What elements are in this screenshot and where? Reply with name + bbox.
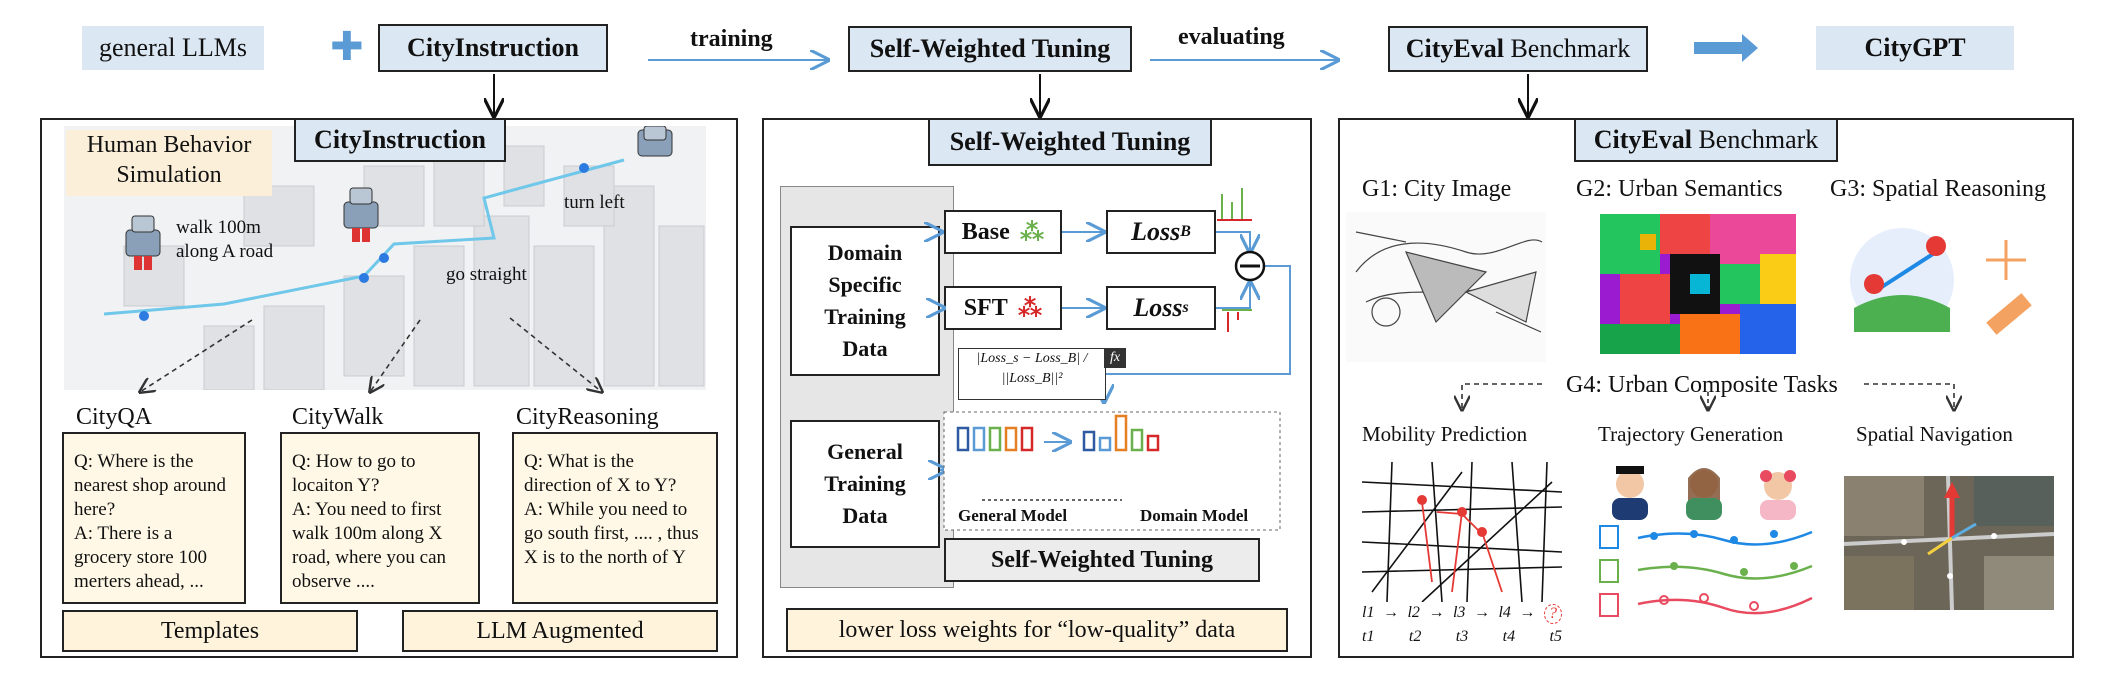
templates-box: Templates (62, 610, 358, 652)
seq-l4: l4 (1498, 604, 1511, 621)
mobility-road-map (1362, 462, 1562, 602)
seq-t3: t3 (1455, 628, 1469, 645)
citygpt-arrow (1694, 34, 1758, 62)
panel3-title-rest: Benchmark (1691, 125, 1819, 154)
training-label: training (690, 26, 773, 52)
cityqa-label: CityQA (76, 404, 153, 430)
g4-dashed-arrows (1338, 383, 2074, 420)
loss-s-label: Loss (1133, 293, 1183, 322)
cityeval-bold-label: CityEval (1405, 34, 1504, 63)
loss-s-sub: s (1182, 299, 1189, 316)
panel3-title: CityEval Benchmark (1574, 118, 1838, 162)
time-sequence: t1 t2 t3 t4 t5 (1362, 628, 1562, 646)
unknown-location-icon: ? (1543, 604, 1562, 624)
base-box: Base ⁂ (944, 210, 1062, 254)
person-icon (1760, 470, 1796, 520)
left-label: turn left (564, 192, 625, 213)
cityreasoning-card: Q: What is the direction of X to Y? A: W… (512, 432, 718, 604)
panel1-title: CityInstruction (294, 118, 506, 162)
plus-icon: ✚ (330, 24, 364, 70)
straight-label: go straight (446, 264, 527, 285)
sft-box: SFT ⁂ (944, 286, 1062, 330)
self-weighted-tuning-label: Self-Weighted Tuning (869, 34, 1111, 63)
person-icon (1612, 466, 1648, 520)
spatial-reasoning-icons (1850, 228, 2032, 335)
citygpt-box: CityGPT (1816, 26, 2014, 70)
evaluating-label: evaluating (1178, 24, 1285, 50)
panel3-title-bold: CityEval (1593, 125, 1692, 154)
loss-b-label: Loss (1131, 217, 1181, 246)
formula-text: |Loss_s − Loss_B| / ||Loss_B||² (976, 351, 1088, 386)
llm-augmented-box: LLM Augmented (402, 610, 718, 652)
walk-label: walk 100m along A road (176, 217, 274, 262)
location-pin-icon (1926, 236, 1946, 256)
navigation-label: Spatial Navigation (1856, 422, 2013, 446)
cityeval-benchmark-box: CityEval Benchmark (1388, 26, 1648, 72)
network-icon: ⁂ (1019, 218, 1045, 246)
g3-label: G3: Spatial Reasoning (1830, 176, 2046, 202)
citywalk-label: CityWalk (292, 404, 384, 430)
document-icon (1599, 525, 1619, 617)
general-data-box: General Training Data (790, 420, 940, 548)
ruler-icon (1986, 293, 2032, 335)
panel1-dashed-arrows (40, 317, 738, 410)
move-arrows-icon (1986, 240, 2026, 280)
map-title-box: Human Behavior Simulation (66, 130, 272, 196)
g1-label: G1: City Image (1362, 176, 1512, 202)
general-llms-box: general LLMs (82, 26, 264, 70)
sft-label: SFT (963, 294, 1008, 321)
seq-t5: t5 (1549, 628, 1562, 645)
seq-l2: l2 (1407, 604, 1420, 621)
mobility-label: Mobility Prediction (1362, 422, 1528, 446)
general-model-label: General Model (958, 506, 1068, 525)
trajectory-label: Trajectory Generation (1598, 422, 1784, 446)
loss-b-sub: B (1180, 223, 1191, 240)
bar-chart-icon (1222, 309, 1252, 332)
lower-loss-box: lower loss weights for “low-quality” dat… (786, 608, 1288, 652)
domain-data-box: Domain Specific Training Data (790, 226, 940, 376)
robot-icon (343, 187, 379, 242)
location-pin-icon (1864, 274, 1884, 294)
trajectory-illustration (1599, 466, 1813, 617)
flow-arrows (0, 34, 1758, 130)
g4-label: G4: Urban Composite Tasks (1566, 372, 1838, 398)
cityqa-card: Q: Where is the nearest shop around here… (62, 432, 246, 604)
cityreasoning-label: CityReasoning (516, 404, 659, 430)
seq-t2: t2 (1408, 628, 1422, 645)
swt-box: Self-Weighted Tuning (944, 538, 1260, 582)
panel2-title: Self-Weighted Tuning (928, 118, 1212, 166)
seq-t4: t4 (1502, 628, 1516, 645)
robot-icon (637, 126, 673, 157)
self-weighted-tuning-box: Self-Weighted Tuning (848, 26, 1132, 72)
bar-chart-icon (1217, 188, 1252, 221)
seq-l3: l3 (1452, 604, 1466, 621)
base-label: Base (961, 218, 1010, 245)
city-image-sketch (1346, 212, 1546, 362)
loss-formula: |Loss_s − Loss_B| / ||Loss_B||² (958, 348, 1106, 400)
city-instruction-label: CityInstruction (407, 33, 579, 62)
navigation-satellite (1844, 476, 2054, 610)
urban-semantics-map (1600, 214, 1796, 354)
network-icon: ⁂ (1017, 294, 1043, 322)
tuning-diagram (762, 188, 1291, 531)
citywalk-card: Q: How to go to locaiton Y? A: You need … (280, 432, 480, 604)
seq-t1: t1 (1362, 628, 1375, 645)
robot-icon (125, 215, 161, 270)
g2-label: G2: Urban Semantics (1576, 176, 1783, 202)
person-icon (1686, 468, 1722, 520)
city-instruction-box: CityInstruction (378, 24, 608, 72)
location-sequence: l1→ l2→ l3→ l4→ ? (1362, 604, 1562, 624)
citygpt-label: CityGPT (1864, 33, 1966, 62)
fx-icon: fx (1104, 348, 1126, 368)
benchmark-label: Benchmark (1503, 34, 1631, 63)
domain-model-label: Domain Model (1140, 506, 1249, 525)
general-llms-label: general LLMs (98, 33, 247, 62)
seq-l1: l1 (1362, 604, 1375, 621)
